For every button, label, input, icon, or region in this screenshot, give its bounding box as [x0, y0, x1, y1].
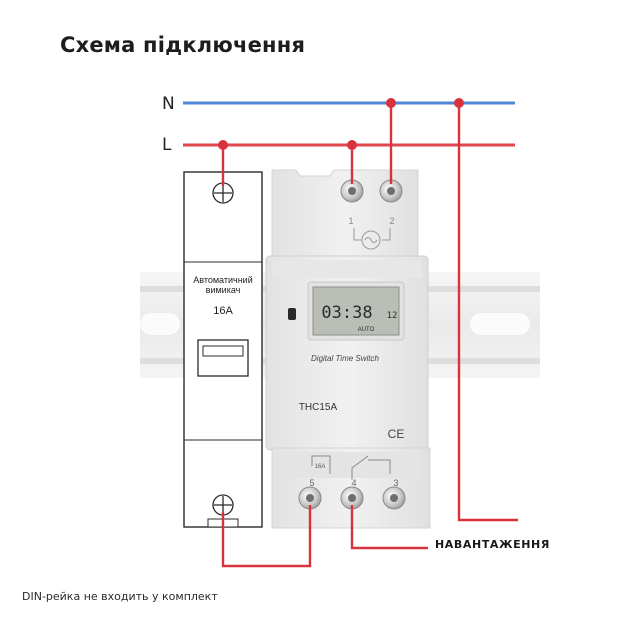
load-label: НАВАНТАЖЕННЯ: [435, 538, 550, 551]
terminal-label-2: 2: [389, 216, 394, 226]
reset-button[interactable]: [288, 308, 296, 320]
page-title: Схема підключення: [60, 33, 306, 57]
terminal-label-4: 4: [351, 478, 356, 488]
live-line-label: L: [162, 135, 172, 155]
lcd-mode: AUTO: [358, 327, 375, 333]
ce-mark: CE: [388, 427, 405, 441]
footnote: DIN-рейка не входить у комплект: [22, 590, 218, 603]
node-live-timer: [347, 140, 357, 150]
lcd-display: [312, 286, 400, 336]
terminal-label-3: 3: [393, 478, 398, 488]
time-switch: [265, 169, 431, 529]
node-neutral-timer: [386, 98, 396, 108]
terminal-label-5: 5: [309, 478, 314, 488]
wire-nodes: [218, 98, 464, 150]
terminal-label-1: 1: [348, 216, 353, 226]
timer-model: THC15A: [299, 402, 338, 413]
relay-rating: 16A: [315, 464, 326, 470]
breaker-toggle: [197, 339, 249, 377]
breaker-label-line1: Автоматичний: [193, 275, 252, 285]
connection-wires: [221, 103, 518, 568]
timer-brand-text: Digital Time Switch: [311, 354, 379, 363]
circuit-breaker: [183, 171, 263, 528]
breaker-rating: 16A: [213, 305, 233, 317]
lcd-time: 03:38: [321, 303, 372, 323]
lcd-seconds: 12: [387, 311, 398, 321]
node-neutral-load: [454, 98, 464, 108]
node-live-breaker: [218, 140, 228, 150]
breaker-label-line2: вимикач: [206, 285, 241, 295]
neutral-line-label: N: [162, 94, 175, 114]
